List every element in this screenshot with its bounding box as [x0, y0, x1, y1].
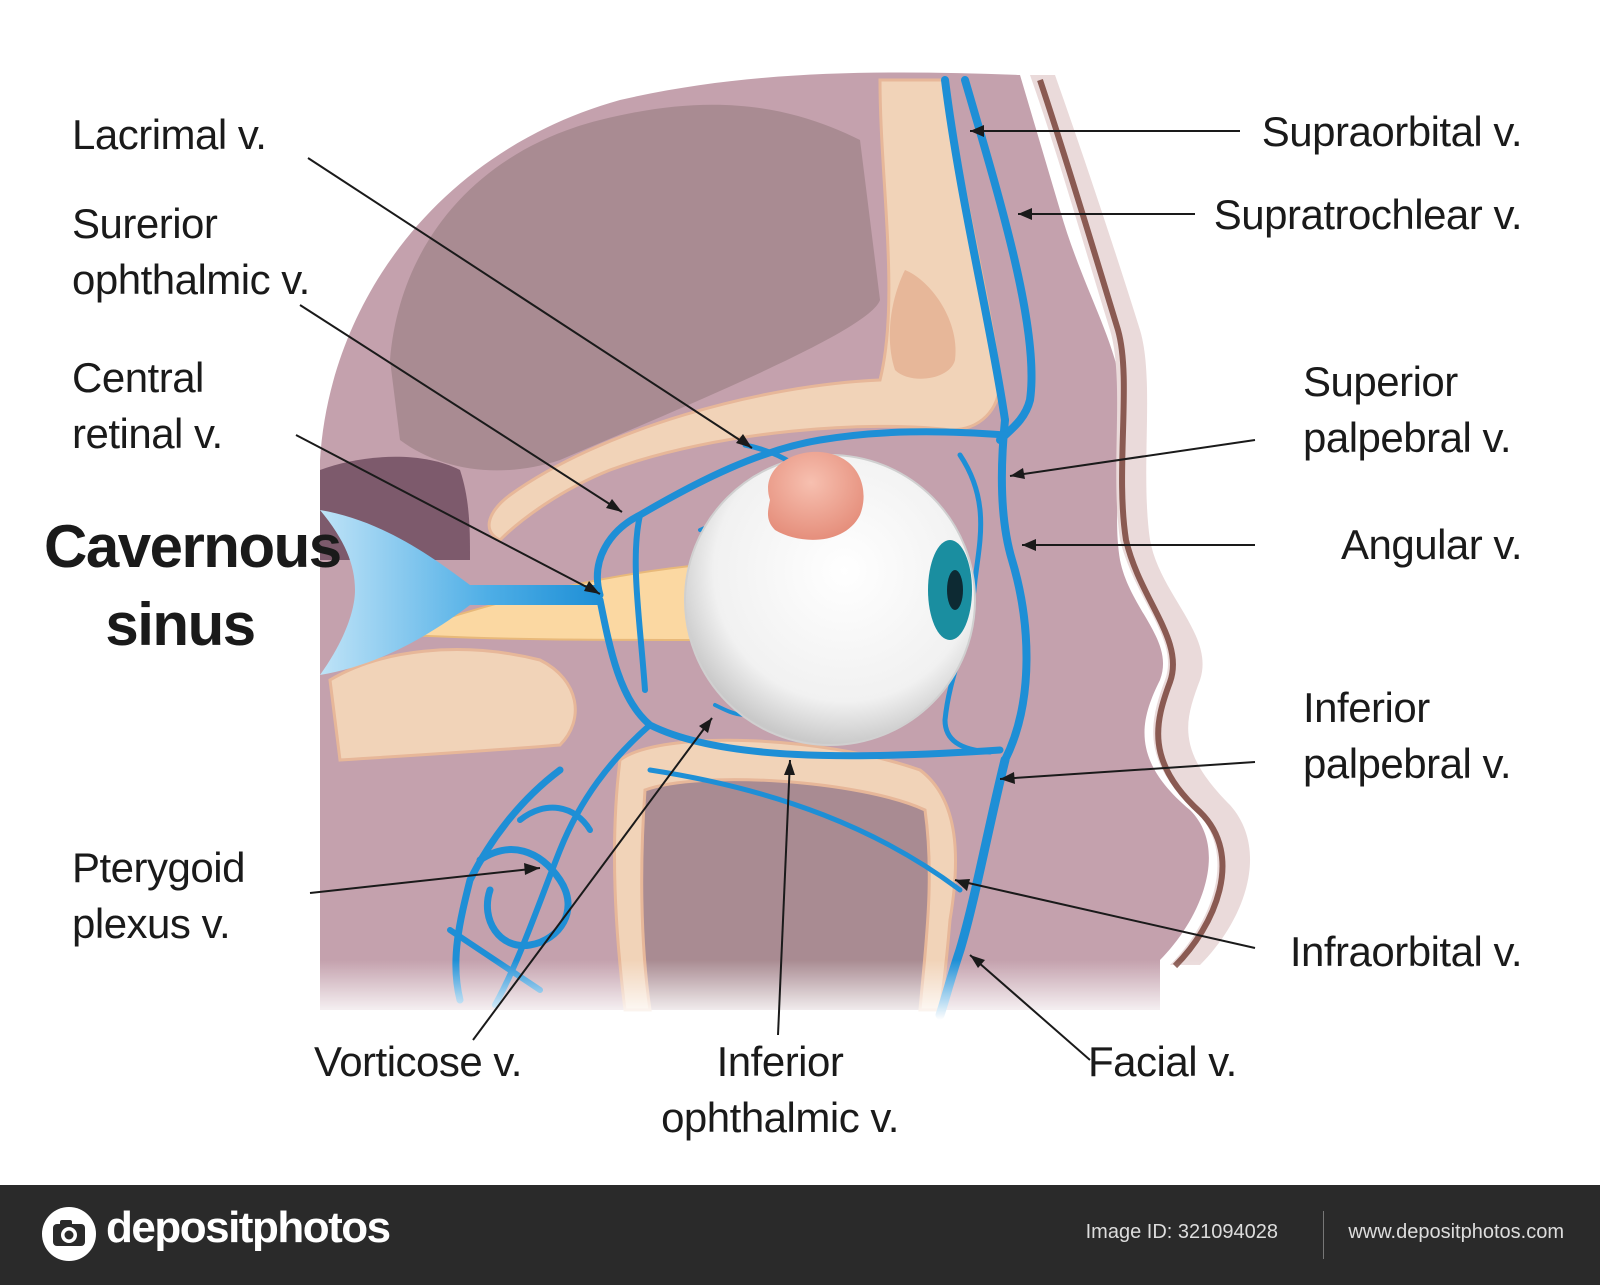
arrowhead-central-retinal: [584, 581, 600, 594]
arrowhead-pterygoid: [524, 863, 540, 875]
pterygoid-connection: [492, 722, 653, 1008]
arrowhead-inferior-ophthalmic: [784, 760, 795, 775]
artwork-fade: [300, 960, 1250, 1020]
sphenoid-bone: [328, 648, 577, 762]
arrowhead-vorticose: [699, 718, 712, 733]
pointer-infraorbital: [954, 879, 1256, 949]
pointer-heads: [524, 125, 1036, 968]
arrowhead-angular: [1022, 539, 1036, 551]
supratrochlear-vein: [961, 76, 1036, 444]
label-infraorbital-vein: Infraorbital v.: [1289, 928, 1523, 975]
orbital-venous-anatomy-illustration: [295, 72, 1256, 1061]
label-superior-ophthalmic-vein: Surerior ophthalmic v.: [72, 200, 310, 303]
superior-ophthalmic-vein: [593, 428, 1009, 599]
footer-bar: depositphotos Image ID: 321094028 www.de…: [0, 1185, 1600, 1285]
arrowhead-lacrimal: [736, 434, 752, 448]
pointer-superior-ophthalmic: [299, 304, 623, 513]
pterygoid-plexus-3: [517, 804, 593, 833]
arrowhead-superior-ophthalmic: [606, 499, 622, 512]
superior-ophthalmic-branch: [632, 512, 648, 693]
arrowhead-inferior-palpebral: [1000, 772, 1015, 784]
outer-skin-band: [1030, 75, 1251, 965]
frontal-sinus: [889, 270, 956, 379]
site-url[interactable]: www.depositphotos.com: [1348, 1221, 1564, 1243]
pupil: [947, 570, 963, 610]
maxillary-sinus-cavity: [628, 753, 935, 1010]
eyeball: [684, 454, 976, 746]
brand-name: depositphotos: [106, 1203, 391, 1252]
face-contour-line: [1037, 79, 1226, 969]
label-angular-vein: Angular v.: [1341, 521, 1523, 568]
pointer-facial: [969, 954, 1091, 1061]
label-inferior-ophthalmic-vein: Inferior ophthalmic v.: [661, 1038, 899, 1141]
label-lacrimal-vein: Lacrimal v.: [72, 111, 267, 158]
arrowhead-infraorbital: [955, 879, 970, 891]
label-facial-vein: Facial v.: [1088, 1038, 1237, 1085]
pointer-superior-palpebral: [1009, 439, 1256, 477]
label-vorticose-vein: Vorticose v.: [314, 1038, 522, 1085]
depositphotos-logo-icon: [42, 1207, 96, 1261]
label-supratrochlear-vein: Supratrochlear v.: [1213, 191, 1523, 238]
pointer-lines: [295, 130, 1256, 1061]
arrowhead-facial: [970, 955, 985, 968]
inferior-ophthalmic-vein: [596, 596, 1004, 760]
brain-cavity: [390, 104, 880, 471]
infraorbital-vein: [647, 767, 963, 893]
cavernous-sinus-shape: [320, 510, 600, 675]
pointer-pterygoid: [309, 867, 541, 894]
pointer-inferior-palpebral: [999, 761, 1256, 780]
pointer-central-retinal: [295, 434, 601, 595]
arrowhead-supraorbital: [970, 125, 984, 137]
label-pterygoid-plexus: Pterygoid plexus v.: [72, 844, 245, 947]
footer-divider: [1323, 1211, 1324, 1259]
image-id: Image ID: 321094028: [1085, 1221, 1278, 1243]
pterygoid-plexus-2: [476, 846, 572, 949]
pointer-vorticose: [472, 717, 713, 1041]
label-cavernous-sinus: Cavernous sinus: [44, 513, 342, 658]
label-supraorbital-vein: Supraorbital v.: [1261, 108, 1523, 155]
pointer-lacrimal: [307, 157, 753, 449]
arrowhead-superior-palpebral: [1010, 468, 1025, 479]
arrowhead-supratrochlear: [1018, 208, 1032, 220]
angular-vein: [997, 416, 1031, 764]
supraorbital-vein: [941, 76, 1009, 424]
label-superior-palpebral-vein: Superior palpebral v.: [1303, 358, 1512, 461]
pointer-inferior-ophthalmic: [777, 759, 791, 1036]
label-inferior-palpebral-vein: Inferior palpebral v.: [1303, 684, 1512, 787]
lacrimal-gland: [767, 451, 864, 540]
label-central-retinal-vein: Central retinal v.: [72, 354, 223, 457]
